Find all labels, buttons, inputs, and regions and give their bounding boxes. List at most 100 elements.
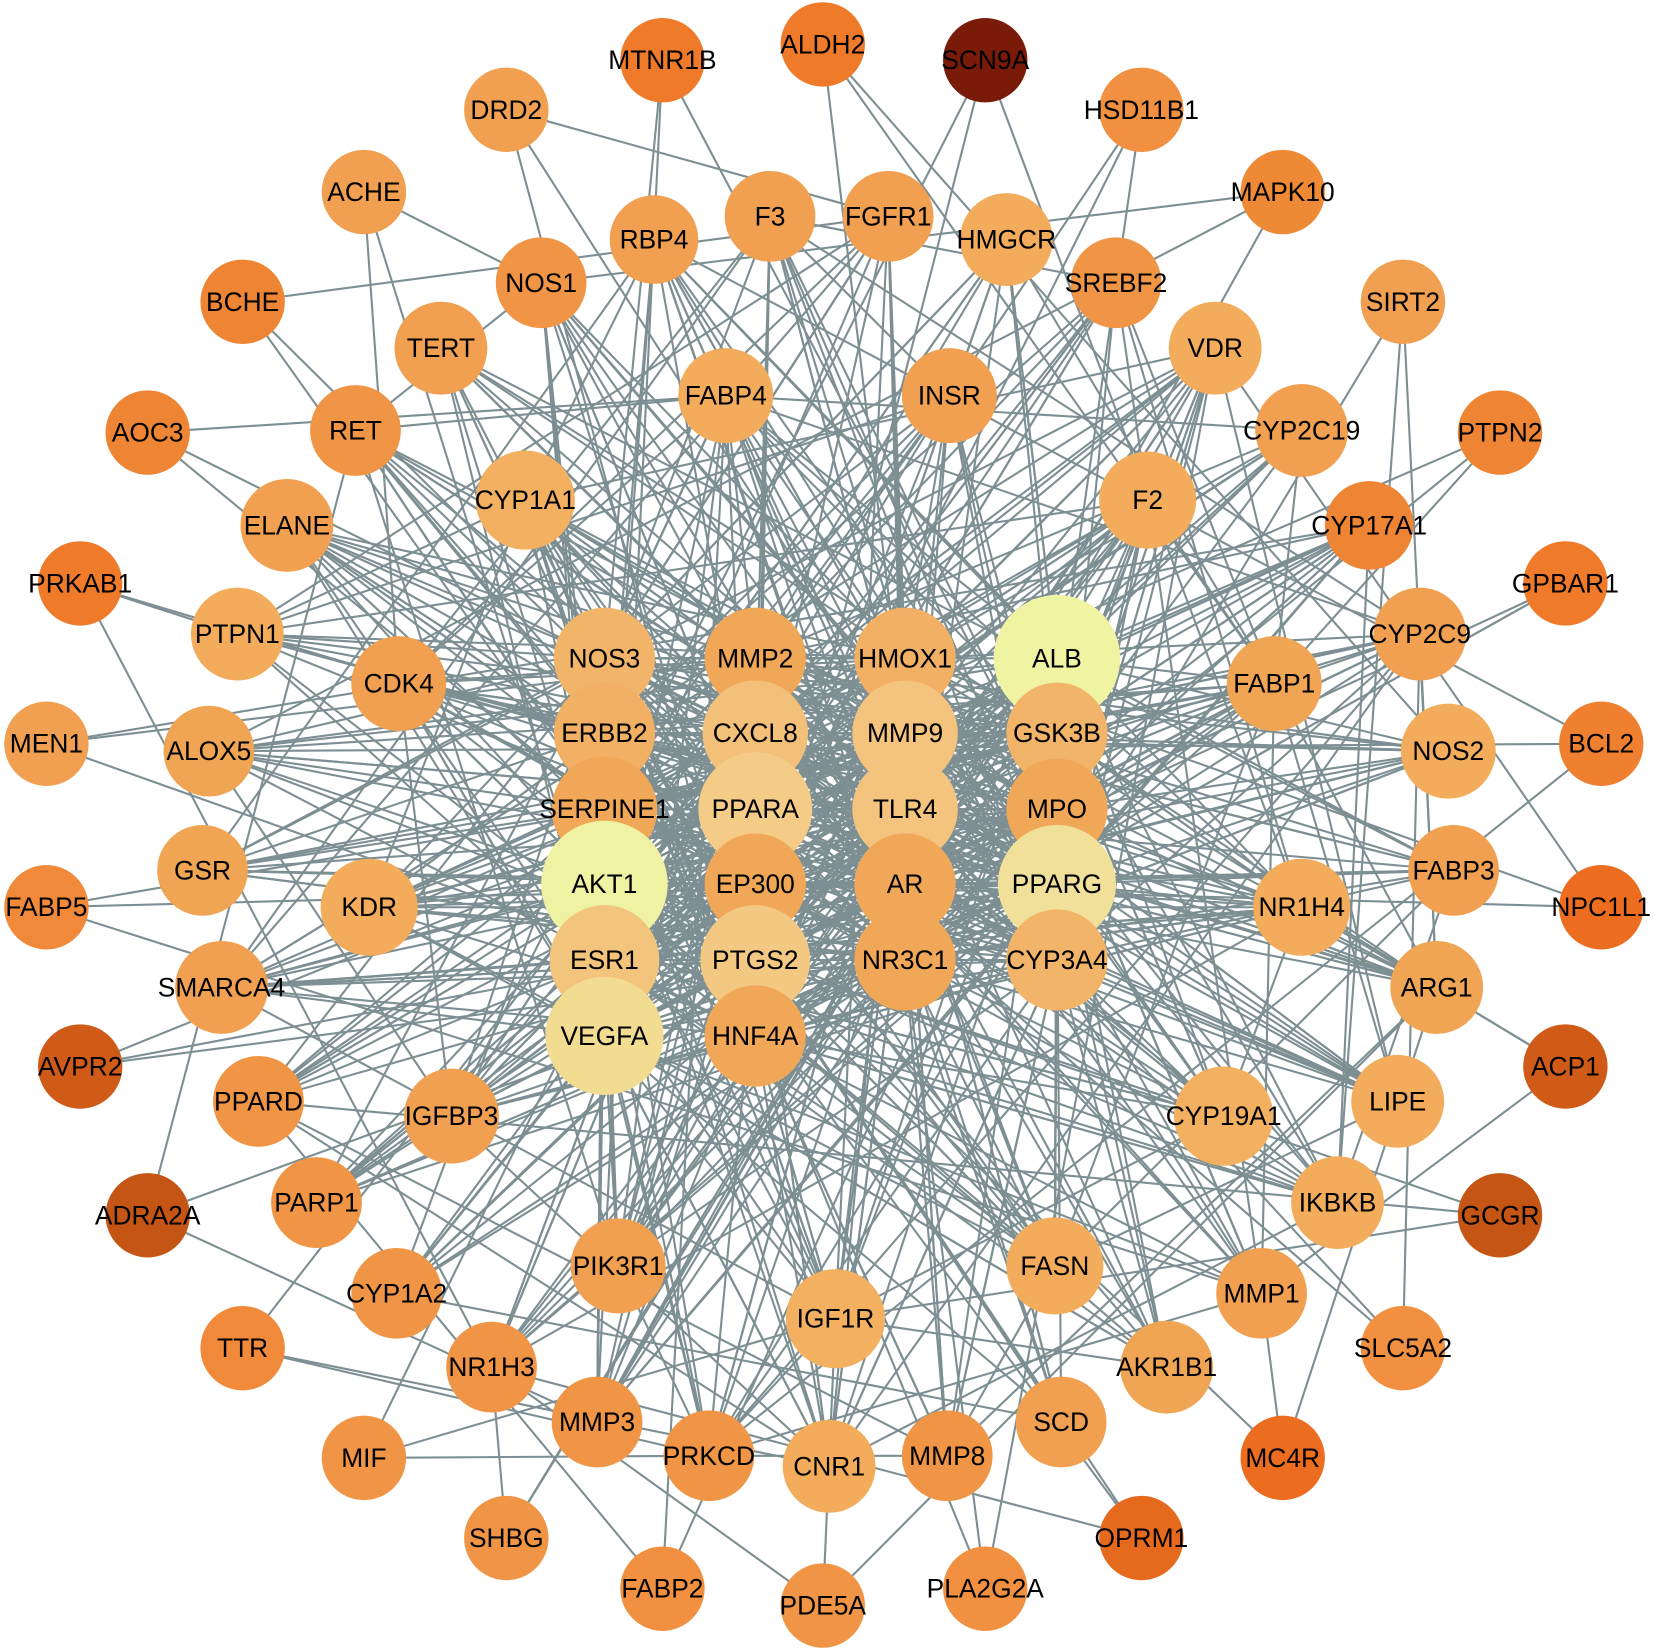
node-arg1[interactable]: ARG1: [1390, 941, 1484, 1034]
node-ache[interactable]: ACHE: [321, 149, 407, 235]
node-akr1b1[interactable]: AKR1B1: [1116, 1320, 1217, 1414]
node-nos2[interactable]: NOS2: [1400, 703, 1496, 799]
node-ptpn1[interactable]: PTPN1: [190, 587, 284, 681]
node-label: SERPINE1: [539, 794, 669, 824]
node-drd2[interactable]: DRD2: [464, 67, 549, 152]
node-fgfr1[interactable]: FGFR1: [842, 170, 934, 262]
node-rbp4[interactable]: RBP4: [609, 195, 699, 284]
node-kdr[interactable]: KDR: [320, 858, 418, 956]
node-gpbar1[interactable]: GPBAR1: [1512, 541, 1619, 626]
node-cyp1a1[interactable]: CYP1A1: [475, 450, 576, 550]
node-mtnr1b[interactable]: MTNR1B: [608, 18, 717, 103]
node-cyp17a1[interactable]: CYP17A1: [1311, 481, 1427, 570]
node-fabp2[interactable]: FABP2: [620, 1546, 705, 1631]
node-fasn[interactable]: FASN: [1006, 1217, 1104, 1315]
node-slc5a2[interactable]: SLC5A2: [1354, 1305, 1452, 1391]
node-label: ACHE: [327, 177, 400, 207]
node-adra2a[interactable]: ADRA2A: [95, 1173, 201, 1258]
node-prkcd[interactable]: PRKCD: [663, 1410, 755, 1502]
node-mif[interactable]: MIF: [321, 1415, 407, 1501]
node-nr3c1[interactable]: NR3C1: [854, 909, 956, 1011]
node-circle: [1253, 858, 1351, 956]
node-shbg[interactable]: SHBG: [464, 1495, 549, 1581]
node-fabp3[interactable]: FABP3: [1408, 824, 1499, 916]
node-mc4r[interactable]: MC4R: [1240, 1415, 1325, 1501]
node-aoc3[interactable]: AOC3: [105, 390, 190, 475]
node-alb[interactable]: ALB: [993, 595, 1121, 722]
node-pparg[interactable]: PPARG: [997, 824, 1117, 944]
node-cdk4[interactable]: CDK4: [351, 636, 447, 732]
node-npc1l1[interactable]: NPC1L1: [1551, 865, 1651, 950]
edge: [286, 524, 756, 885]
node-vdr[interactable]: VDR: [1168, 301, 1262, 395]
node-acp1[interactable]: ACP1: [1523, 1024, 1608, 1109]
node-elane[interactable]: ELANE: [240, 478, 334, 572]
node-parp1[interactable]: PARP1: [271, 1157, 362, 1248]
node-insr[interactable]: INSR: [901, 348, 997, 444]
node-ppard[interactable]: PPARD: [213, 1055, 304, 1147]
node-fabp1[interactable]: FABP1: [1226, 636, 1322, 732]
node-igfbp3[interactable]: IGFBP3: [404, 1068, 499, 1164]
edge: [904, 869, 1454, 962]
edge: [754, 1034, 1338, 1204]
node-mmp9[interactable]: MMP9: [852, 680, 958, 786]
node-gcgr[interactable]: GCGR: [1457, 1173, 1543, 1258]
node-ar[interactable]: AR: [854, 833, 956, 935]
node-aldh2[interactable]: ALDH2: [780, 2, 865, 87]
node-nr1h3[interactable]: NR1H3: [446, 1321, 537, 1413]
node-mapk10[interactable]: MAPK10: [1231, 149, 1335, 235]
node-nos1[interactable]: NOS1: [495, 237, 587, 329]
node-ptpn2[interactable]: PTPN2: [1458, 390, 1543, 475]
node-ep300[interactable]: EP300: [704, 833, 806, 935]
node-gsk3b[interactable]: GSK3B: [1006, 682, 1108, 784]
node-bche[interactable]: BCHE: [200, 259, 285, 344]
node-ttr[interactable]: TTR: [200, 1305, 285, 1391]
node-hnf4a[interactable]: HNF4A: [704, 985, 806, 1087]
node-igf1r[interactable]: IGF1R: [785, 1269, 886, 1369]
node-mmp8[interactable]: MMP8: [901, 1410, 993, 1502]
node-cyp1a2[interactable]: CYP1A2: [346, 1247, 447, 1339]
node-tert[interactable]: TERT: [394, 301, 488, 395]
node-f3[interactable]: F3: [724, 170, 816, 262]
edge: [147, 394, 726, 434]
node-lipe[interactable]: LIPE: [1351, 1054, 1445, 1148]
node-vegfa[interactable]: VEGFA: [545, 976, 664, 1096]
node-men1[interactable]: MEN1: [4, 701, 89, 786]
node-erbb2[interactable]: ERBB2: [553, 682, 656, 784]
node-ikbkb[interactable]: IKBKB: [1291, 1156, 1384, 1250]
node-pik3r1[interactable]: PIK3R1: [570, 1218, 666, 1314]
node-tlr4[interactable]: TLR4: [852, 756, 958, 862]
node-ptgs2[interactable]: PTGS2: [700, 905, 811, 1015]
node-cnr1[interactable]: CNR1: [782, 1419, 876, 1513]
node-smarca4[interactable]: SMARCA4: [158, 941, 285, 1034]
node-oprm1[interactable]: OPRM1: [1094, 1495, 1188, 1581]
node-fabp4[interactable]: FABP4: [678, 348, 774, 444]
node-hmgcr[interactable]: HMGCR: [957, 193, 1057, 286]
node-sirt2[interactable]: SIRT2: [1360, 259, 1446, 344]
node-cyp2c19[interactable]: CYP2C19: [1243, 384, 1360, 477]
node-scn9a[interactable]: SCN9A: [941, 18, 1030, 103]
node-fabp5[interactable]: FABP5: [4, 865, 89, 950]
node-prkab1[interactable]: PRKAB1: [28, 541, 132, 626]
node-pla2g2a[interactable]: PLA2G2A: [927, 1546, 1045, 1631]
node-mmp1[interactable]: MMP1: [1216, 1247, 1307, 1339]
node-scd[interactable]: SCD: [1015, 1376, 1107, 1468]
node-alox5[interactable]: ALOX5: [163, 705, 255, 797]
node-mmp2[interactable]: MMP2: [704, 607, 806, 709]
node-mmp3[interactable]: MMP3: [551, 1376, 643, 1468]
node-bcl2[interactable]: BCL2: [1559, 701, 1644, 786]
node-avpr2[interactable]: AVPR2: [38, 1024, 122, 1109]
node-pde5a[interactable]: PDE5A: [780, 1563, 867, 1648]
node-cyp3a4[interactable]: CYP3A4: [1006, 909, 1108, 1011]
node-f2[interactable]: F2: [1099, 451, 1197, 549]
node-gsr[interactable]: GSR: [157, 824, 248, 916]
node-hmox1[interactable]: HMOX1: [854, 607, 956, 709]
node-srebf2[interactable]: SREBF2: [1065, 237, 1168, 329]
node-nr1h4[interactable]: NR1H4: [1253, 858, 1351, 956]
node-hsd11b1[interactable]: HSD11B1: [1084, 67, 1199, 152]
node-ppara[interactable]: PPARA: [698, 752, 813, 867]
node-ret[interactable]: RET: [310, 385, 401, 476]
node-nos3[interactable]: NOS3: [553, 607, 656, 709]
node-cyp2c9[interactable]: CYP2C9: [1369, 587, 1472, 681]
node-cyp19a1[interactable]: CYP19A1: [1166, 1066, 1282, 1166]
